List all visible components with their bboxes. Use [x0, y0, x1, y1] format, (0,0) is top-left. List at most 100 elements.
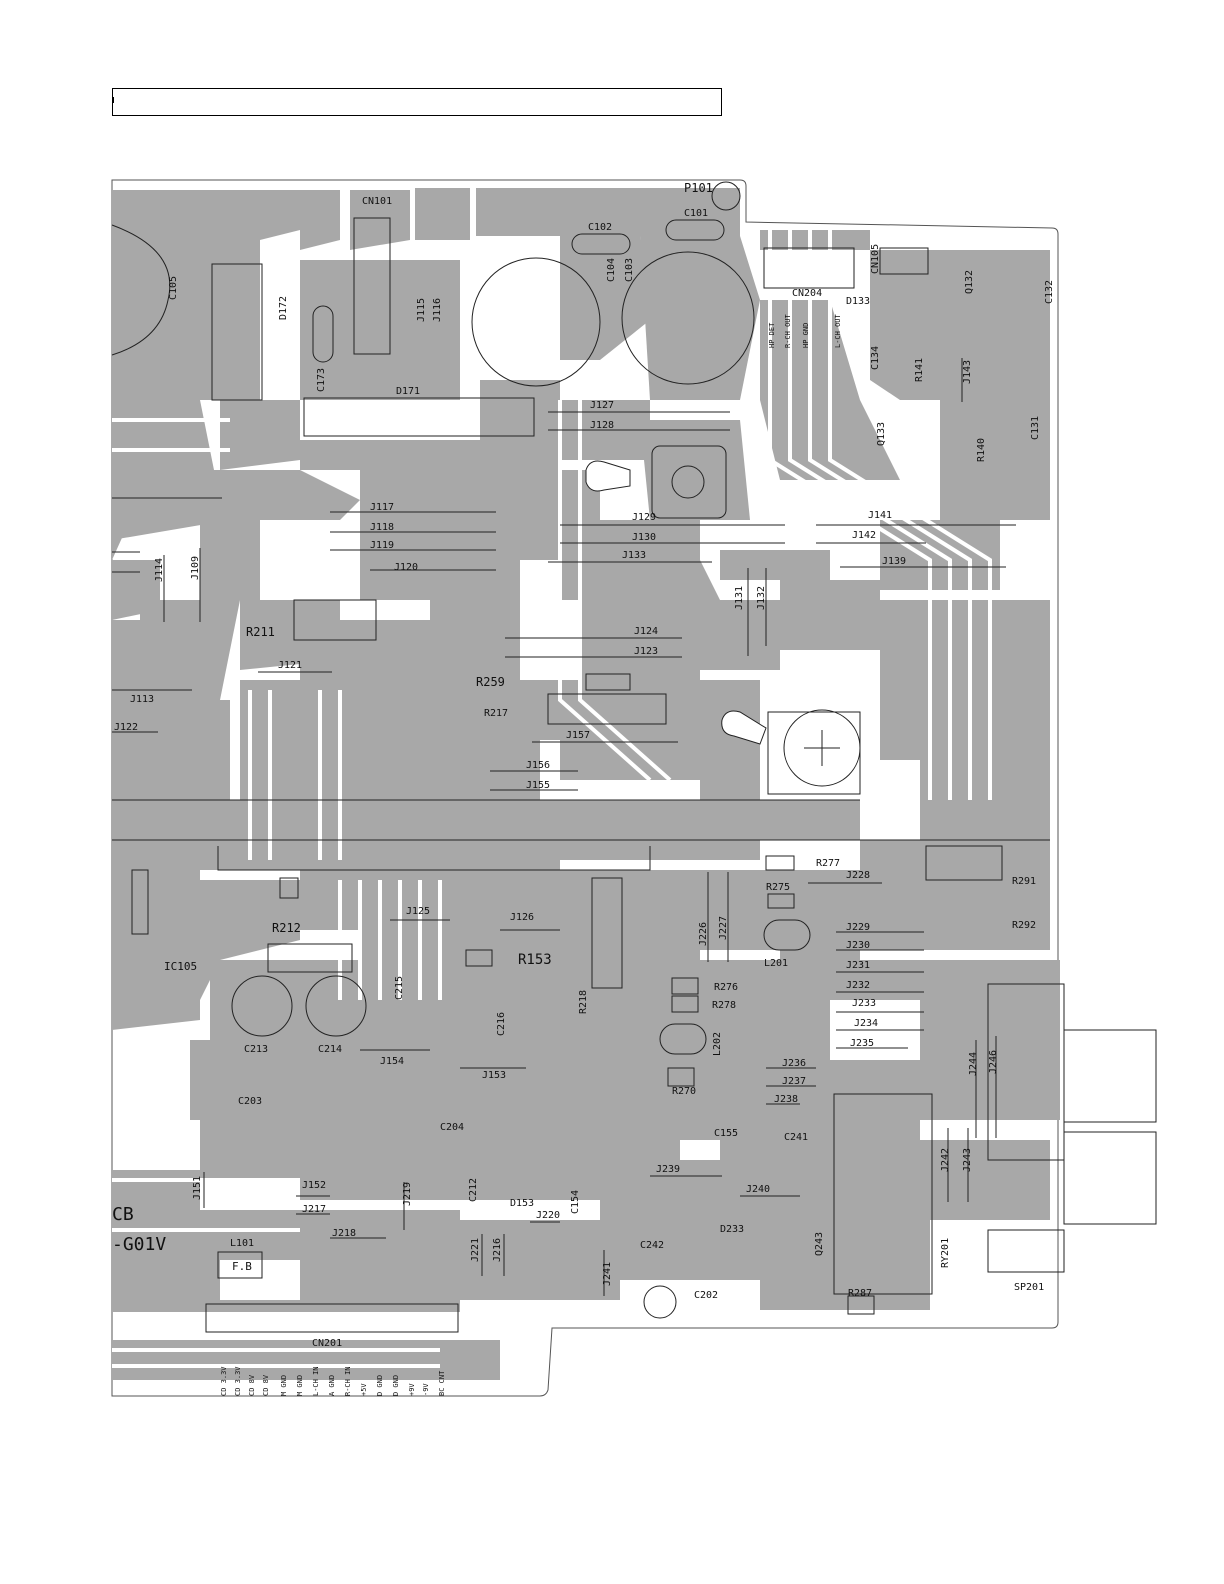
label-c202: C202	[694, 1290, 718, 1301]
label-j143: J143	[962, 360, 973, 384]
label-c203: C203	[238, 1096, 262, 1107]
label-c173: C173	[316, 368, 327, 392]
label-j236: J236	[782, 1058, 806, 1069]
label-c242: C242	[640, 1240, 664, 1251]
cn201-pin-13: +9V	[408, 1383, 416, 1396]
label-j243: J243	[962, 1148, 973, 1172]
label-j237: J237	[782, 1076, 806, 1087]
label-j115: J115	[416, 298, 427, 322]
mounting-hole-bottom	[643, 1285, 677, 1319]
label-j152: J152	[302, 1180, 326, 1191]
label-j228: J228	[846, 870, 870, 881]
label-j121: J121	[278, 660, 302, 671]
cn201-pin-14: -9V	[422, 1383, 430, 1396]
cn201-pin-7: L-CH IN	[312, 1366, 320, 1396]
cn201-pin-4: CD 8V	[262, 1374, 270, 1396]
label-j130: J130	[632, 532, 656, 543]
board-silkscreen-text: CB -G01V F.B	[112, 1204, 252, 1273]
label-j217: J217	[302, 1204, 326, 1215]
label-r275: R275	[766, 882, 790, 893]
label-d133: D133	[846, 296, 870, 307]
cn204-pin-r-ch-out: R-CH OUT	[784, 313, 792, 348]
label-q133: Q133	[876, 422, 887, 446]
label-c214: C214	[318, 1044, 342, 1055]
label-r141: R141	[914, 358, 925, 382]
label-j119: J119	[370, 540, 394, 551]
label-r211: R211	[246, 625, 275, 639]
label-q132: Q132	[964, 270, 975, 294]
label-sp201: SP201	[1014, 1282, 1044, 1293]
label-r287: R287	[848, 1288, 872, 1299]
component-outlines	[111, 181, 1157, 1333]
label-j116: J116	[432, 298, 443, 322]
label-j131: J131	[734, 586, 745, 610]
label-j155: J155	[526, 780, 550, 791]
label-cn201: CN201	[312, 1338, 342, 1349]
label-c241: C241	[784, 1132, 808, 1143]
label-j226: J226	[698, 922, 709, 946]
label-j154: J154	[380, 1056, 404, 1067]
label-r278: R278	[712, 1000, 736, 1011]
label-c105: C105	[168, 276, 179, 300]
label-j126: J126	[510, 912, 534, 923]
label-r277: R277	[816, 858, 840, 869]
label-j127: J127	[590, 400, 614, 411]
label-j240: J240	[746, 1184, 770, 1195]
label-r270: R270	[672, 1086, 696, 1097]
label-r291: R291	[1012, 876, 1036, 887]
label-j151: J151	[192, 1176, 203, 1200]
label-j109: J109	[190, 556, 201, 580]
jumper-lines	[112, 358, 1050, 1296]
cn201-pin-labels: CD 3.3V CD 3.3V CD 8V CD 8V M GND M GND …	[220, 1366, 446, 1396]
label-c101: C101	[684, 208, 708, 219]
board-text-model: -G01V	[112, 1234, 166, 1255]
label-j132: J132	[756, 586, 767, 610]
cn201-pin-3: CD 8V	[248, 1374, 256, 1396]
label-j120: J120	[394, 562, 418, 573]
title-box-mark	[113, 97, 118, 103]
label-r259: R259	[476, 675, 505, 689]
label-cn204: CN204	[792, 288, 822, 299]
label-j139: J139	[882, 556, 906, 567]
label-c213: C213	[244, 1044, 268, 1055]
label-j118: J118	[370, 522, 394, 533]
cn204-pin-hp-det: HP DET	[768, 322, 776, 348]
label-p101: P101	[684, 181, 713, 195]
component-labels: P101 CN101 C102 C101 C105 D172 J115 J116…	[114, 181, 1055, 1349]
label-d233: D233	[720, 1224, 744, 1235]
label-j220: J220	[536, 1210, 560, 1221]
cn201-pin-15: BC CNT	[438, 1370, 446, 1396]
label-j232: J232	[846, 980, 870, 991]
label-j233: J233	[852, 998, 876, 1009]
label-j230: J230	[846, 940, 870, 951]
label-j242: J242	[940, 1148, 951, 1172]
label-c154: C154	[570, 1190, 581, 1214]
cn201-pin-5: M GND	[280, 1375, 288, 1396]
label-r140: R140	[976, 438, 987, 462]
cn201-pin-9: R-CH IN	[344, 1366, 352, 1396]
cn201-pin-6: M GND	[296, 1375, 304, 1396]
cn201-pin-1: CD 3.3V	[220, 1366, 228, 1396]
label-j157: J157	[566, 730, 590, 741]
cn204-pin-l-ch-out: L-CH OUT	[834, 313, 842, 348]
label-j153: J153	[482, 1070, 506, 1081]
trace-gaps	[112, 230, 992, 1368]
label-l202: L202	[712, 1032, 723, 1056]
label-c132: C132	[1044, 280, 1055, 304]
label-c204: C204	[440, 1122, 464, 1133]
label-j114: J114	[154, 558, 165, 582]
label-j227: J227	[718, 916, 729, 940]
label-j221: J221	[470, 1238, 481, 1262]
label-j142: J142	[852, 530, 876, 541]
label-j216: J216	[492, 1238, 503, 1262]
label-r276: R276	[714, 982, 738, 993]
label-c134: C134	[870, 346, 881, 370]
label-j113: J113	[130, 694, 154, 705]
label-j125: J125	[406, 906, 430, 917]
label-j129: J129	[632, 512, 656, 523]
label-j219: J219	[402, 1182, 413, 1206]
label-d172: D172	[278, 296, 289, 320]
label-q243: Q243	[814, 1232, 825, 1256]
label-c215: C215	[394, 976, 405, 1000]
